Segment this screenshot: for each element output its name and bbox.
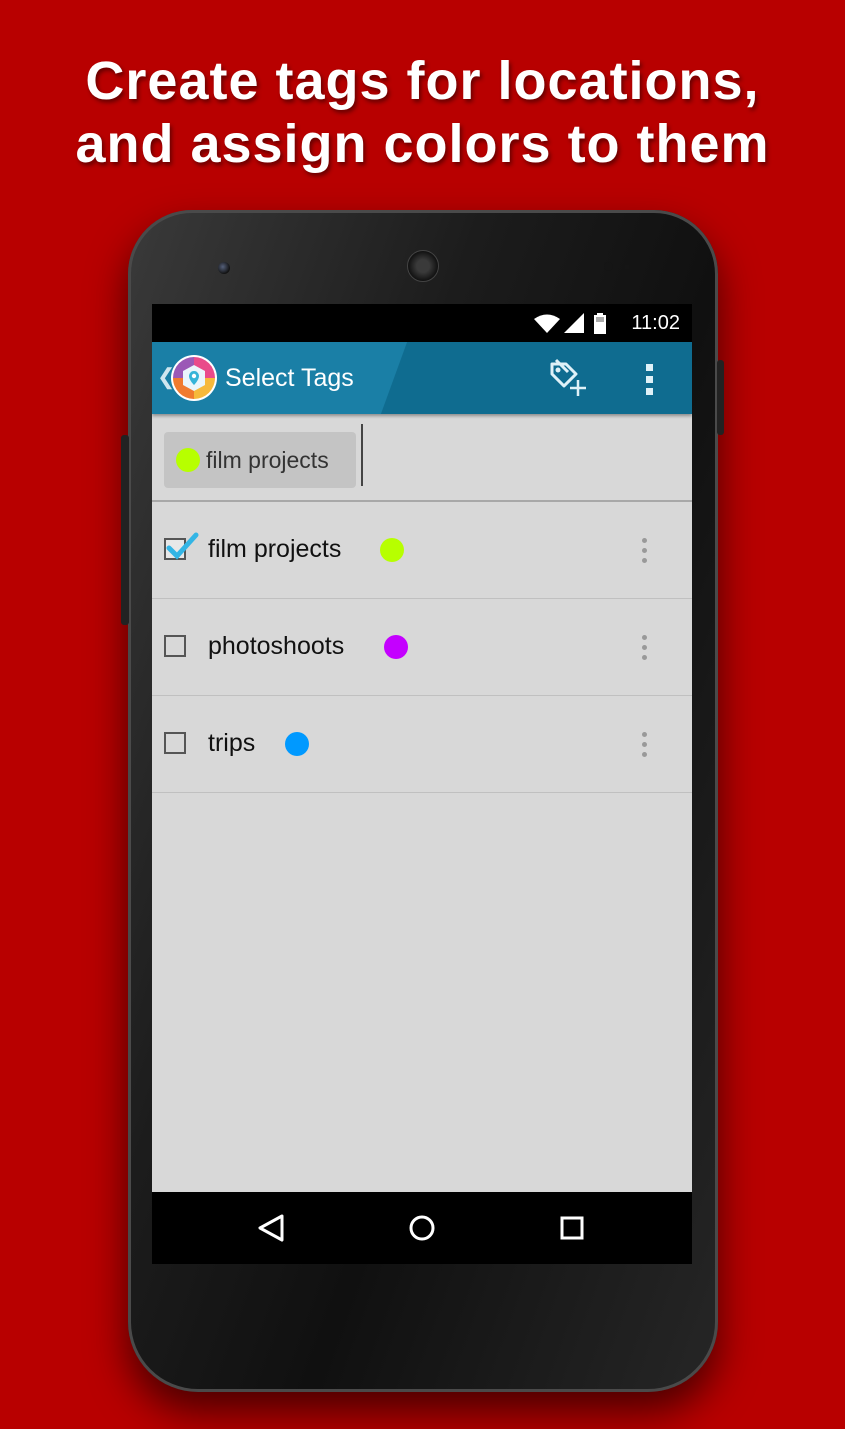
tag-color-dot[interactable] xyxy=(380,538,404,562)
recents-icon xyxy=(560,1216,584,1240)
nav-back-button[interactable] xyxy=(252,1210,292,1246)
up-navigation-icon[interactable]: ❮ xyxy=(157,364,176,389)
chip-label: film projects xyxy=(206,447,329,473)
tag-checkbox[interactable] xyxy=(164,532,199,560)
headline-line-1: Create tags for locations, xyxy=(85,51,760,111)
tag-row-trips[interactable]: trips xyxy=(152,696,692,793)
status-bar: 11:02 xyxy=(152,304,692,342)
light-sensor xyxy=(624,264,630,270)
tag-options-button[interactable] xyxy=(630,536,658,566)
status-icons xyxy=(534,313,606,334)
tag-color-dot[interactable] xyxy=(285,732,309,756)
tag-label: film projects xyxy=(208,535,342,563)
earpiece-speaker xyxy=(407,250,439,282)
tag-label: photoshoots xyxy=(208,632,345,660)
nav-home-button[interactable] xyxy=(402,1210,442,1246)
tag-label: trips xyxy=(208,729,256,757)
tag-options-button[interactable] xyxy=(630,633,658,663)
home-icon xyxy=(409,1215,435,1241)
checkmark-icon xyxy=(166,532,199,560)
add-tag-button[interactable] xyxy=(544,356,588,400)
tag-checkbox[interactable] xyxy=(164,635,186,657)
app-logo-icon[interactable] xyxy=(170,354,218,402)
wifi-icon xyxy=(534,314,560,333)
navigation-bar xyxy=(152,1192,692,1264)
headline: Create tags for locations, and assign co… xyxy=(0,50,845,176)
nav-recents-button[interactable] xyxy=(552,1210,592,1246)
text-cursor xyxy=(361,424,363,486)
selected-tag-chip[interactable]: film projects xyxy=(164,432,356,488)
phone-screen: 11:02 ❮ Select Tags xyxy=(152,304,692,1264)
signal-icon xyxy=(564,313,584,333)
status-time: 11:02 xyxy=(631,312,680,334)
power-button xyxy=(717,360,724,435)
front-camera xyxy=(218,262,230,274)
tag-options-button[interactable] xyxy=(630,730,658,760)
tag-row-photoshoots[interactable]: photoshoots xyxy=(152,599,692,696)
tag-color-dot xyxy=(176,448,200,472)
tag-checkbox[interactable] xyxy=(164,732,186,754)
volume-button xyxy=(121,435,129,625)
page-title: Select Tags xyxy=(225,364,354,392)
overflow-menu-button[interactable] xyxy=(636,360,664,400)
overflow-menu-icon xyxy=(646,364,653,395)
back-icon xyxy=(258,1214,284,1242)
add-tag-icon xyxy=(550,358,586,396)
tag-color-dot[interactable] xyxy=(384,635,408,659)
action-bar: ❮ Select Tags xyxy=(152,342,692,414)
headline-line-2: and assign colors to them xyxy=(75,114,770,174)
tag-row-film-projects[interactable]: film projects xyxy=(152,502,692,599)
battery-icon xyxy=(594,313,606,334)
selected-tags-field[interactable]: film projects xyxy=(152,414,692,502)
proximity-sensor xyxy=(604,262,613,271)
